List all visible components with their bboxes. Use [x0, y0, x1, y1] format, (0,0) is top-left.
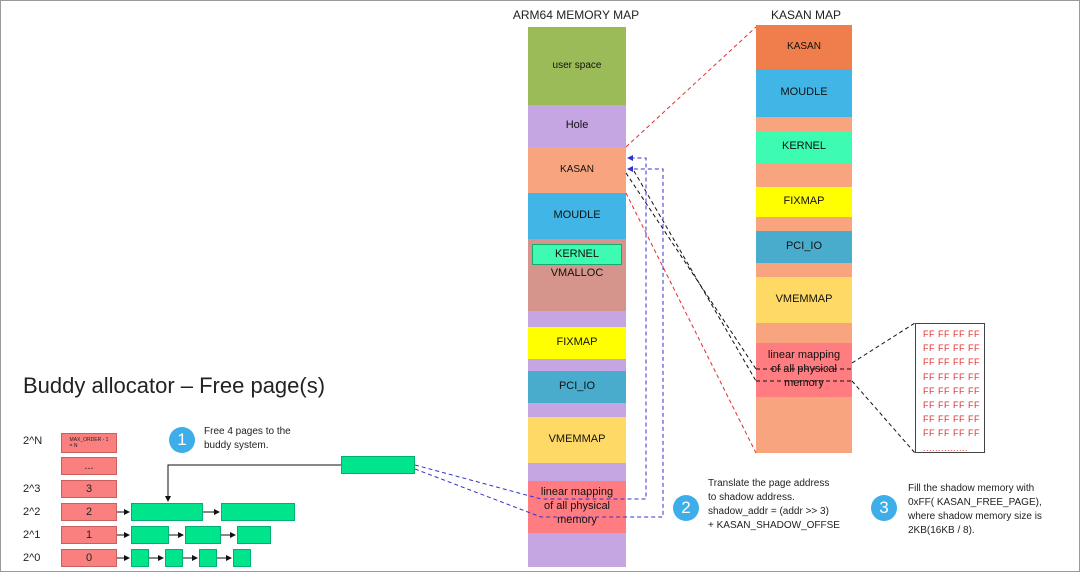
kasan-map-title: KASAN MAP: [770, 8, 842, 22]
free-page-block-order0: [199, 549, 217, 567]
shadow-byte-row: FF FF FF FF: [923, 400, 980, 411]
shadow-byte-row: FF FF FF FF: [923, 357, 980, 368]
shadow-byte-row: FF FF FF FF: [923, 385, 980, 396]
order-box-2: 2: [61, 503, 117, 521]
insert-arrow: [165, 464, 341, 502]
kasan-region-linear-mapping: linear mapping of all physical memory: [756, 343, 852, 397]
shadow-byte-row: FF FF FF FF: [923, 371, 980, 382]
shadow-byte-row: FF FF FF FF: [923, 414, 980, 425]
region-moudle: MOUDLE: [528, 193, 626, 239]
kasan-region-gap: [756, 217, 852, 231]
region-gap: [528, 463, 626, 481]
order-label-0: 2^0: [23, 552, 41, 564]
zoom-line-bottom: [625, 192, 757, 454]
step-2-text: Translate the page address to shadow add…: [708, 478, 840, 531]
shadow-link-bottom: [633, 170, 757, 382]
translate-path-outer: [414, 155, 647, 500]
region-pci-io: PCI_IO: [528, 371, 626, 403]
kasan-region-moudle: MOUDLE: [756, 69, 852, 117]
arm64-memory-map-title: ARM64 MEMORY MAP: [512, 8, 640, 22]
kasan-region-gap: [756, 163, 852, 187]
region-kasan: KASAN: [528, 147, 626, 193]
free-page-block-order1: [237, 526, 271, 544]
order-box-3: 3: [61, 480, 117, 498]
order-label-2: 2^2: [23, 506, 41, 518]
region-gap: [528, 533, 626, 567]
shadow-byte-row: FF FF FF FF: [923, 343, 980, 354]
region-linear-mapping: linear mapping of all physical memory: [528, 481, 626, 533]
region-vmalloc-label: VMALLOC: [550, 267, 604, 279]
step-1-text: Free 4 pages to the buddy system.: [204, 426, 291, 451]
kasan-region-pci-io: PCI_IO: [756, 231, 852, 263]
order-label-1: 2^1: [23, 529, 41, 541]
region-gap: [528, 359, 626, 371]
region-user-space: user space: [528, 27, 626, 105]
zoom-line-top: [625, 26, 757, 148]
shadow-byte-ellipsis: ...............: [923, 442, 969, 453]
step-3-text: Fill the shadow memory with 0xFF( KASAN_…: [908, 483, 1042, 536]
buddy-allocator-title: Buddy allocator – Free page(s): [23, 373, 326, 398]
shadow-memory-bytes: FF FF FF FF FF FF FF FF FF FF FF FF FF F…: [915, 323, 985, 453]
step-1-badge: 1: [169, 427, 195, 453]
kasan-region-kernel: KERNEL: [756, 131, 852, 163]
order-box-ellipsis: ...: [61, 457, 117, 475]
translate-path-inner: [414, 166, 664, 518]
shadow-byte-row: FF FF FF FF: [923, 428, 980, 439]
order-label-3: 2^3: [23, 483, 41, 495]
order-box-0: 0: [61, 549, 117, 567]
region-fixmap: FIXMAP: [528, 327, 626, 359]
kasan-region-fixmap: FIXMAP: [756, 187, 852, 217]
region-kernel: KERNEL: [532, 244, 622, 265]
shadow-zoom-bottom: [851, 380, 916, 454]
free-page-block-order1: [131, 526, 169, 544]
free-page-block-order1: [185, 526, 221, 544]
order-box-max: MAX_ORDER - 1 = N: [61, 433, 117, 453]
region-hole: Hole: [528, 105, 626, 147]
kasan-region-gap: [756, 323, 852, 343]
kasan-region-vmemmap: VMEMMAP: [756, 277, 852, 323]
free-page-block-order2: [131, 503, 203, 521]
shadow-zoom-top: [851, 322, 916, 364]
region-gap: [528, 403, 626, 417]
region-vmemmap: VMEMMAP: [528, 417, 626, 463]
free-page-block-order0: [233, 549, 251, 567]
kasan-region-bottom: [756, 397, 852, 453]
kasan-region-gap: [756, 117, 852, 131]
free-page-block-order2: [221, 503, 295, 521]
region-gap: [528, 311, 626, 327]
kasan-region-gap: [756, 263, 852, 277]
order-box-1: 1: [61, 526, 117, 544]
kasan-region-kasan: KASAN: [756, 25, 852, 69]
free-page-block-order0: [165, 549, 183, 567]
shadow-byte-row: FF FF FF FF: [923, 329, 980, 339]
step-2-badge: 2: [673, 495, 699, 521]
free-page-block-order0: [131, 549, 149, 567]
freed-page-block: [341, 456, 415, 474]
step-3-badge: 3: [871, 495, 897, 521]
order-label-n: 2^N: [23, 435, 43, 447]
